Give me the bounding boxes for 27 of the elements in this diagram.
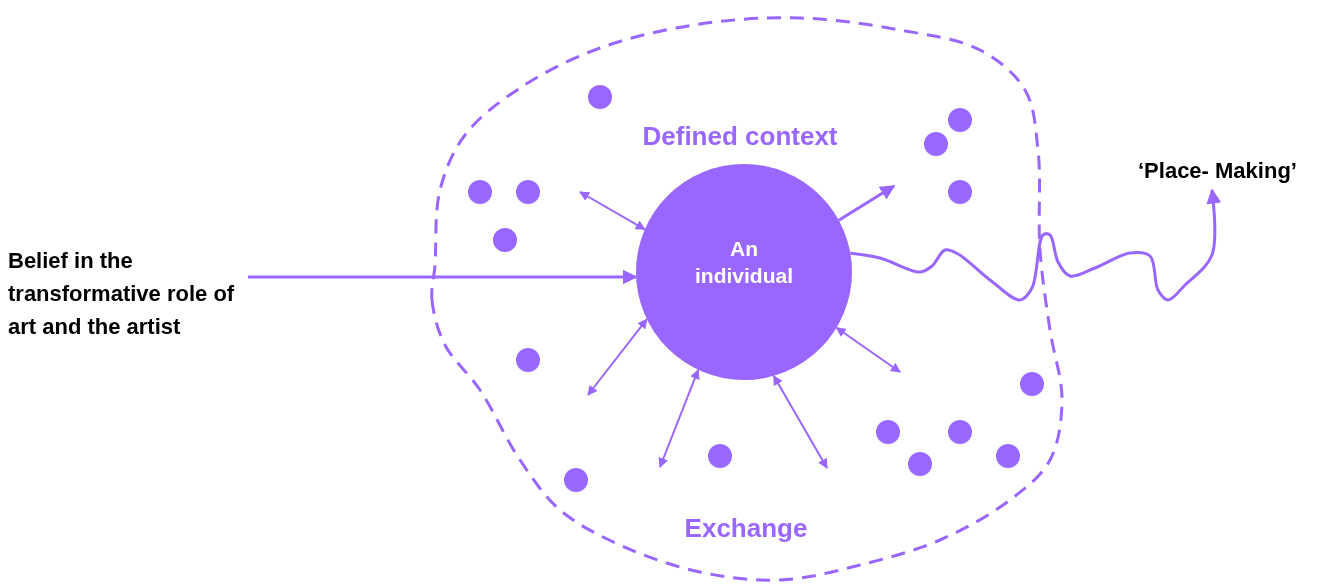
dot <box>516 180 540 204</box>
dot <box>708 444 732 468</box>
dot <box>948 108 972 132</box>
dot <box>1020 372 1044 396</box>
arrow <box>248 269 638 285</box>
dot <box>948 420 972 444</box>
dot <box>468 180 492 204</box>
dot <box>516 348 540 372</box>
dot <box>996 444 1020 468</box>
arrow <box>658 368 700 468</box>
dot <box>564 468 588 492</box>
statement-text: ‘Place- Making’ <box>1138 156 1298 185</box>
region-label: Defined context <box>642 120 838 152</box>
dot <box>876 420 900 444</box>
dot <box>493 228 517 252</box>
dot <box>588 85 612 109</box>
dot <box>924 132 948 156</box>
region-label: Exchange <box>684 512 808 544</box>
circle-label: An individual <box>694 235 794 289</box>
wavy-arrow <box>850 188 1222 302</box>
dot <box>948 180 972 204</box>
dot <box>908 452 932 476</box>
arrow <box>835 326 901 373</box>
arrow <box>772 374 828 469</box>
arrow <box>579 191 646 231</box>
arrow <box>838 184 896 222</box>
statement-text: Belief in the transformative role of art and the artist <box>8 246 236 341</box>
